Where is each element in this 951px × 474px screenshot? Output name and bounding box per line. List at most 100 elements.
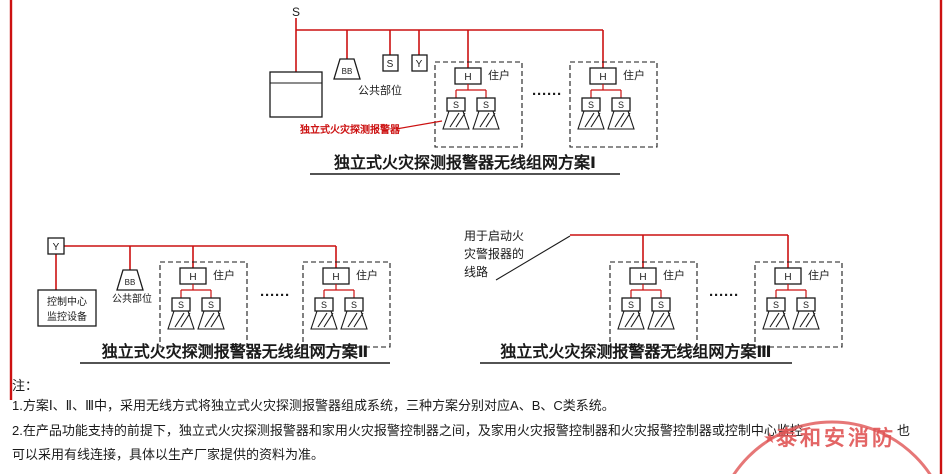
ellipsis: ······ bbox=[532, 86, 562, 103]
detector-letter: S bbox=[803, 300, 809, 310]
detector-letter: S bbox=[178, 300, 184, 310]
annotation-line2: 灾警报器的 bbox=[464, 246, 524, 261]
detector-letter: S bbox=[208, 300, 214, 310]
household-unit: H 住户 S S bbox=[434, 61, 523, 148]
control-center-label-line1: 控制中心 bbox=[47, 295, 87, 308]
sounder-icon: BB bbox=[333, 58, 361, 80]
household-boundary bbox=[302, 261, 391, 348]
detector-callout: 独立式火灾探测报警器 bbox=[300, 120, 443, 136]
note-line-2: 2.在产品功能支持的前提下，独立式火灾探测报警器和家用火灾报警控制器之间，及家用… bbox=[12, 423, 803, 438]
note-line-1: 1.方案Ⅰ、Ⅱ、Ⅲ中，采用无线方式将独立式火灾探测报警器组成系统，三种方案分别对… bbox=[12, 398, 615, 413]
household-label: 住户 bbox=[213, 268, 235, 282]
y-module-label: Y bbox=[416, 59, 423, 70]
home-controller-label: H bbox=[599, 72, 606, 83]
smoke-detector-icon: S bbox=[617, 297, 645, 330]
control-center-box: 控制中心 监控设备 bbox=[37, 289, 97, 327]
household-unit: H 住户 S S bbox=[569, 61, 658, 148]
detector-letter: S bbox=[618, 100, 624, 110]
public-area-label: 公共部位 bbox=[112, 292, 152, 305]
detector-letter: S bbox=[453, 100, 459, 110]
household-unit: H 住户 S S bbox=[754, 261, 843, 348]
household-unit: H 住户 S S bbox=[159, 261, 248, 348]
notes-section: 注： 1.方案Ⅰ、Ⅱ、Ⅲ中，采用无线方式将独立式火灾探测报警器组成系统，三种方案… bbox=[12, 378, 910, 462]
stamp-text: 泰和安消防 bbox=[775, 426, 896, 450]
scheme3-wiring bbox=[570, 234, 789, 268]
detector-letter: S bbox=[351, 300, 357, 310]
household-wiring bbox=[590, 84, 622, 98]
page-borders bbox=[9, 0, 943, 474]
y-module-label: Y bbox=[53, 242, 60, 253]
scheme2-title: 独立式火灾探测报警器无线组网方案Ⅱ bbox=[80, 342, 390, 364]
smoke-detector-icon: S bbox=[647, 297, 675, 330]
company-stamp: ★ 泰和安消防 bbox=[732, 420, 932, 474]
notes-heading: 注： bbox=[12, 378, 38, 393]
annotation-pointer-line bbox=[495, 235, 571, 281]
smoke-detector-icon: S bbox=[340, 297, 368, 330]
household-unit: H 住户 S S bbox=[609, 261, 698, 348]
home-controller-label: H bbox=[639, 272, 646, 283]
household-label: 住户 bbox=[356, 268, 378, 282]
scheme-1: S BB S Y 公共部位 bbox=[269, 5, 658, 175]
stamp-ring bbox=[732, 420, 932, 474]
detector-letter: S bbox=[483, 100, 489, 110]
household-wiring bbox=[323, 284, 355, 298]
smoke-detector-icon: S bbox=[310, 297, 338, 330]
sounder-label: BB bbox=[342, 67, 353, 76]
ellipsis: ······ bbox=[260, 287, 290, 304]
household-wiring bbox=[775, 284, 807, 298]
household-boundary bbox=[569, 61, 658, 148]
household-boundary bbox=[754, 261, 843, 348]
household-label: 住户 bbox=[623, 68, 645, 82]
smoke-detector-icon: S bbox=[442, 97, 470, 130]
public-area-label: 公共部位 bbox=[358, 83, 402, 97]
note-line-2-tail: 也 bbox=[897, 423, 910, 438]
scheme-title-text: 独立式火灾探测报警器无线组网方案Ⅰ bbox=[334, 153, 596, 172]
household-label: 住户 bbox=[808, 268, 830, 282]
note-line-3: 可以采用有线连接，具体以生产厂家提供的资料为准。 bbox=[12, 447, 324, 462]
detector-callout-label: 独立式火灾探测报警器 bbox=[300, 123, 401, 136]
ellipsis: ······ bbox=[709, 287, 739, 304]
smoke-detector-icon: S bbox=[472, 97, 500, 130]
smoke-detector-icon: S bbox=[197, 297, 225, 330]
callout-pointer-line bbox=[395, 120, 443, 130]
scheme2-wiring bbox=[55, 245, 337, 290]
sounder-icon: BB bbox=[116, 269, 144, 291]
y-module-box: Y bbox=[411, 54, 428, 72]
smoke-detector-icon: S bbox=[607, 97, 635, 130]
smoke-detector-icon: S bbox=[577, 97, 605, 130]
household-label: 住户 bbox=[663, 268, 685, 282]
scheme-3: 用于启动火 灾警报器的 线路 H 住户 S bbox=[464, 229, 843, 364]
scheme-title-text: 独立式火灾探测报警器无线组网方案Ⅱ bbox=[102, 342, 369, 361]
detector-letter: S bbox=[321, 300, 327, 310]
smoke-detector-icon: S bbox=[167, 297, 195, 330]
scheme3-title: 独立式火灾探测报警器无线组网方案Ⅲ bbox=[480, 342, 792, 364]
scheme-2: Y 控制中心 监控设备 BB 公共部位 H 住户 S bbox=[37, 237, 391, 364]
household-wiring bbox=[630, 284, 662, 298]
control-center-label-line2: 监控设备 bbox=[47, 310, 87, 323]
annotation: 用于启动火 灾警报器的 线路 bbox=[464, 229, 571, 281]
home-controller-label: H bbox=[784, 272, 791, 283]
detector-letter: S bbox=[628, 300, 634, 310]
household-label: 住户 bbox=[488, 68, 510, 82]
home-controller-label: H bbox=[464, 72, 471, 83]
household-wiring bbox=[180, 284, 212, 298]
control-panel-box bbox=[269, 71, 323, 118]
scheme1-title: 独立式火灾探测报警器无线组网方案Ⅰ bbox=[310, 153, 620, 175]
detector-letter: S bbox=[773, 300, 779, 310]
household-unit: H 住户 S S bbox=[302, 261, 391, 348]
annotation-line3: 线路 bbox=[464, 264, 488, 279]
detector-letter: S bbox=[588, 100, 594, 110]
household-boundary bbox=[159, 261, 248, 348]
stamp-star-icon: ★ bbox=[763, 430, 776, 447]
annotation-line1: 用于启动火 bbox=[464, 229, 524, 243]
smoke-detector-icon: S bbox=[792, 297, 820, 330]
riser-label: S bbox=[292, 5, 300, 19]
household-wiring bbox=[455, 84, 487, 98]
scheme-title-text: 独立式火灾探测报警器无线组网方案Ⅲ bbox=[500, 342, 771, 361]
s-module-box: S bbox=[382, 54, 399, 72]
detector-letter: S bbox=[658, 300, 664, 310]
home-controller-label: H bbox=[189, 272, 196, 283]
household-boundary bbox=[609, 261, 698, 348]
